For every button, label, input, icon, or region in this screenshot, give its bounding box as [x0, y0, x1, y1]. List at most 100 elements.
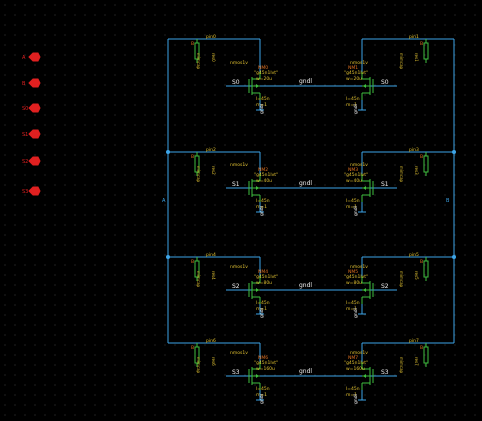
nmos-model: "g45n1lvt" [254, 360, 278, 366]
nmos-length: l=45n [256, 198, 270, 204]
pin-label: S3 [22, 189, 28, 195]
pin-label: S0 [22, 106, 28, 112]
nmos-type: nmos1v [350, 350, 368, 356]
resistor-model: mimcap [196, 53, 201, 70]
select-label-left: S2 [232, 283, 240, 290]
ground-icon [256, 202, 264, 213]
ground-icon [256, 390, 264, 401]
resistor-ref: res2 [211, 166, 216, 175]
ground-icon [256, 304, 264, 315]
resistor-body [423, 346, 429, 364]
pin-s3[interactable]: S3 [22, 186, 41, 196]
nmos-inst: NM0 [258, 65, 268, 71]
gnd-label: gndl [299, 368, 312, 375]
pin-b[interactable]: B [22, 78, 41, 88]
select-label-left: S0 [232, 79, 240, 86]
nmos-type: nmos1v [350, 60, 368, 66]
ground-net-left: gndl [259, 308, 265, 318]
resistor-name: pin1 [409, 34, 419, 40]
resistor-model: mimcap [196, 357, 201, 374]
pin-a[interactable]: A [22, 52, 41, 62]
nmos-inst: NM1 [348, 65, 358, 71]
rail-a-label: A [162, 198, 166, 204]
gnd-label: gndl [299, 78, 312, 85]
ground-net-left: gndl [259, 104, 265, 114]
nmos-width: w=40u [346, 178, 362, 184]
nmos-multiplier: m=1 [256, 102, 267, 108]
resistor-net: B [420, 41, 423, 47]
pin-label: A [22, 55, 26, 61]
gnd-label: gndl [299, 282, 312, 289]
resistor-name: pin7 [409, 338, 419, 344]
nmos-multiplier: m=1 [256, 306, 267, 312]
nmos-type: nmos1v [350, 162, 368, 168]
ground-net-left: gndl [259, 206, 265, 216]
nmos-arrow-icon [256, 374, 259, 378]
nmos-model: "g45n1lvt" [344, 360, 368, 366]
nmos-inst: NM4 [258, 269, 268, 275]
nmos-type: nmos1v [230, 350, 248, 356]
nmos-model: "g45n1lvt" [254, 70, 278, 76]
pin-arrow-icon [28, 156, 41, 166]
ground-net-right: gndl [353, 206, 359, 216]
pin-arrow-icon [28, 129, 41, 139]
resistor-net: B [191, 41, 194, 47]
nmos-width: w=80u [256, 280, 272, 286]
nmos-model: "g45n1lvt" [344, 172, 368, 178]
pin-label: S1 [22, 132, 28, 138]
ground-icon [358, 390, 366, 401]
nmos-inst: NM7 [348, 355, 358, 361]
resistor-model: mimcap [196, 271, 201, 288]
select-label-left: S3 [232, 369, 240, 376]
resistor-ref: res7 [414, 357, 419, 366]
nmos-width: w=80u [346, 280, 362, 286]
nmos-type: nmos1v [230, 264, 248, 270]
nmos-length: l=45n [256, 386, 270, 392]
resistor-ref: res3 [414, 166, 419, 175]
pin-s0[interactable]: S0 [22, 103, 41, 113]
resistor-body [423, 155, 429, 173]
nmos-multiplier: m=1 [256, 204, 267, 210]
resistor-model: mimcap [196, 166, 201, 183]
pin-arrow-icon [28, 186, 41, 196]
nmos-arrow-icon [363, 84, 366, 88]
pin-s2[interactable]: S2 [22, 156, 41, 166]
resistor-ref: res1 [414, 53, 419, 62]
nmos-length: l=45n [256, 96, 270, 102]
resistor-model: mimcap [399, 271, 404, 288]
nmos-length: l=45n [256, 300, 270, 306]
resistor-name: pin5 [409, 252, 419, 258]
nmos-type: nmos1v [350, 264, 368, 270]
nmos-arrow-icon [363, 186, 366, 190]
pin-s1[interactable]: S1 [22, 129, 41, 139]
ground-icon [358, 100, 366, 111]
nmos-length: l=45n [346, 386, 360, 392]
nmos-multiplier: m=1 [346, 392, 357, 398]
nmos-inst: NM3 [348, 167, 358, 173]
resistor-body [423, 42, 429, 60]
resistor-body [423, 260, 429, 278]
nmos-width: w=40u [256, 178, 272, 184]
nmos-inst: NM5 [348, 269, 358, 275]
resistor-ref: res4 [211, 271, 216, 280]
